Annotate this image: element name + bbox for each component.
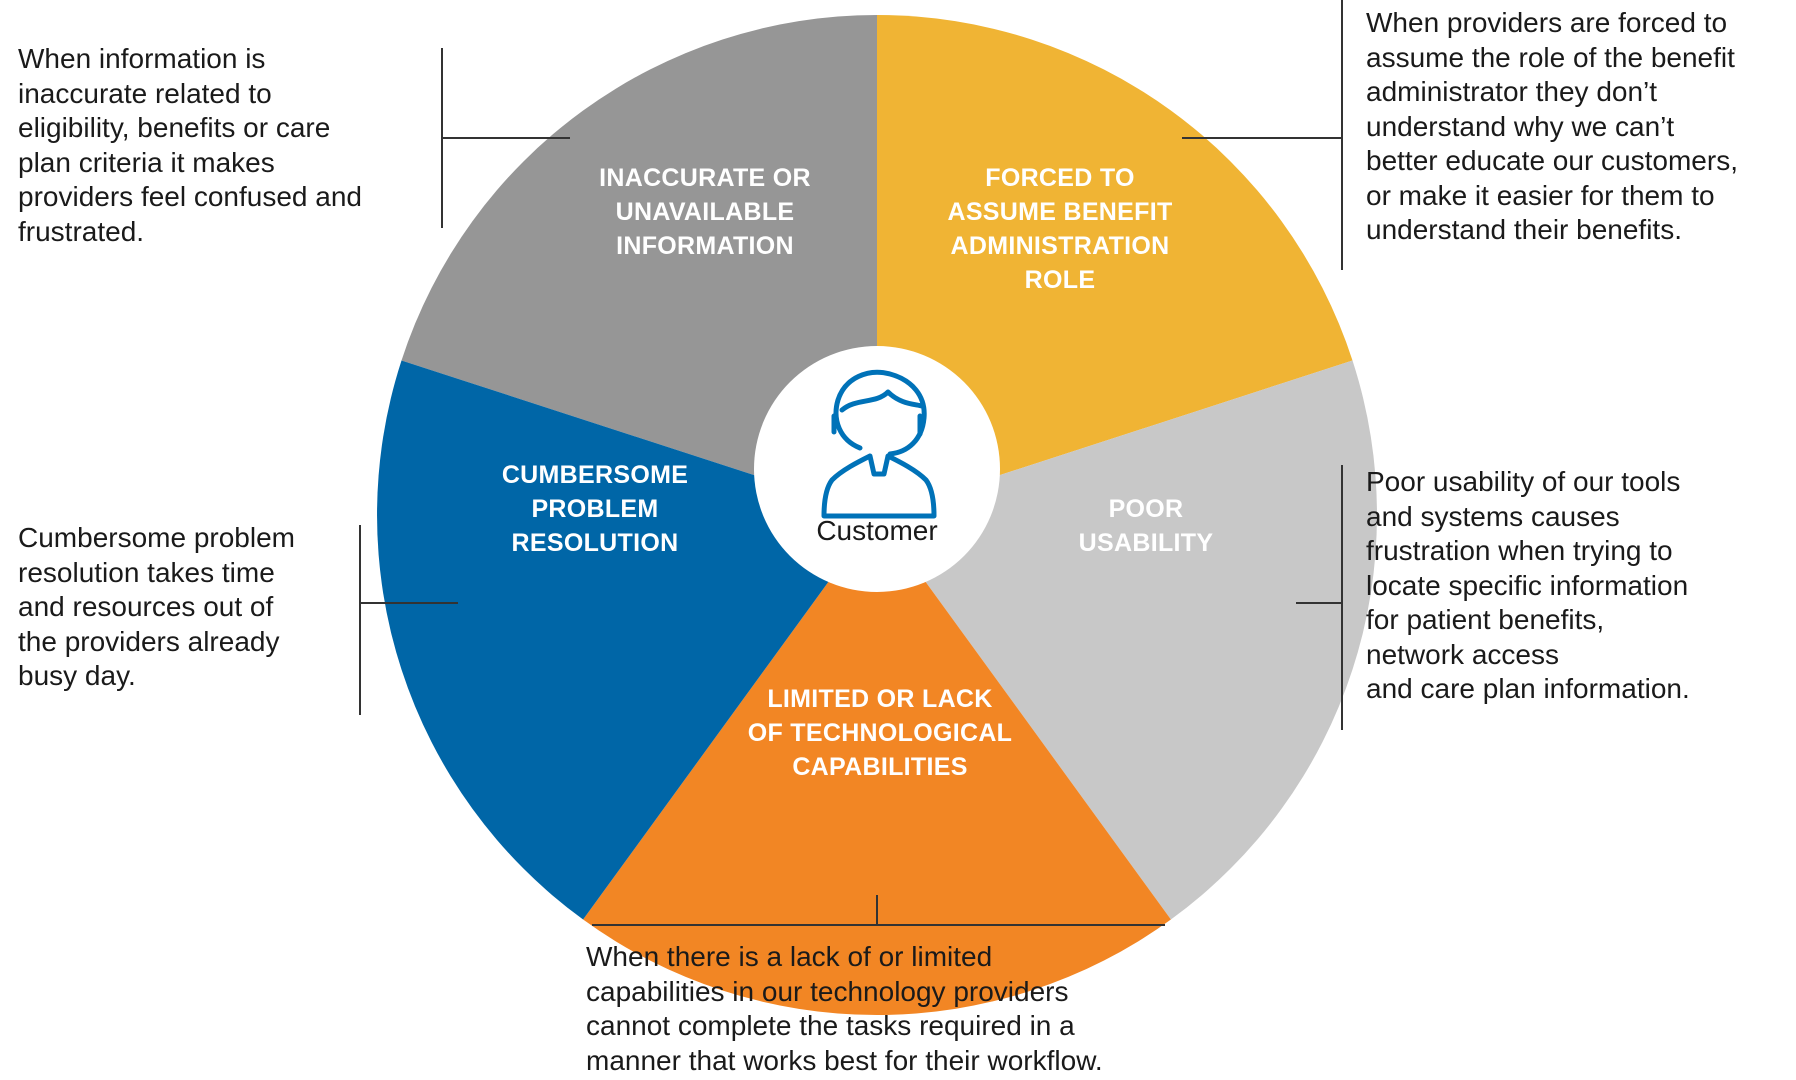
label-cumbersome-line: RESOLUTION	[512, 529, 679, 557]
label-cumbersome-line: PROBLEM	[531, 495, 658, 523]
note-limited: When there is a lack of or limited capab…	[586, 941, 1103, 1076]
label-usability-line: USABILITY	[1079, 529, 1214, 557]
note-usability: Poor usability of our tools and systems …	[1366, 466, 1690, 704]
note-inaccurate: When information is inaccurate related t…	[18, 43, 362, 247]
label-forced-line: FORCED TO	[985, 164, 1134, 192]
label-usability-line: POOR	[1109, 495, 1184, 523]
label-forced: FORCED TO ASSUME BENEFIT ADMINISTRATION …	[947, 164, 1172, 294]
label-limited-line: LIMITED OR LACK	[767, 685, 992, 713]
label-inaccurate-line: UNAVAILABLE	[616, 198, 795, 226]
label-limited: LIMITED OR LACK OF TECHNOLOGICAL CAPABIL…	[748, 685, 1013, 781]
segment-inaccurate	[401, 15, 877, 515]
label-inaccurate-line: INFORMATION	[616, 232, 794, 260]
person-headset-icon	[821, 369, 937, 519]
center-label: Customer	[816, 515, 937, 546]
segment-cumbersome	[377, 360, 877, 920]
segment-limited	[583, 515, 1171, 1015]
label-cumbersome: CUMBERSOME PROBLEM RESOLUTION	[502, 461, 688, 557]
label-forced-line: ADMINISTRATION	[951, 232, 1170, 260]
note-cumbersome: Cumbersome problem resolution takes time…	[18, 522, 295, 691]
label-cumbersome-line: CUMBERSOME	[502, 461, 688, 489]
label-inaccurate: INACCURATE OR UNAVAILABLE INFORMATION	[599, 164, 811, 260]
segment-forced	[877, 15, 1353, 515]
label-forced-line: ROLE	[1025, 266, 1096, 294]
label-forced-line: ASSUME BENEFIT	[947, 198, 1172, 226]
center-circle	[754, 346, 1000, 592]
label-usability: POOR USABILITY	[1079, 495, 1214, 557]
label-inaccurate-line: INACCURATE OR	[599, 164, 811, 192]
note-forced: When providers are forced to assume the …	[1366, 7, 1738, 245]
label-limited-line: CAPABILITIES	[792, 753, 967, 781]
label-limited-line: OF TECHNOLOGICAL	[748, 719, 1013, 747]
segment-usability	[877, 360, 1377, 920]
